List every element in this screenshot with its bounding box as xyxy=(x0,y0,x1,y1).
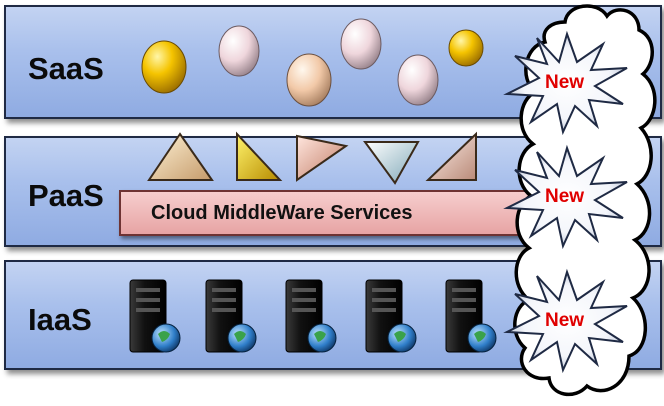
middleware-label: Cloud MiddleWare Services xyxy=(151,201,413,224)
new-badge-paas: New xyxy=(545,186,585,207)
new-badge-saas: New xyxy=(545,72,585,93)
server-globe-icon xyxy=(445,279,497,353)
saas-label: SaaS xyxy=(28,51,104,86)
triangle-icon xyxy=(236,131,283,181)
server-globe-icon xyxy=(285,279,337,353)
new-starburst-icon xyxy=(503,30,628,136)
pink-egg-icon xyxy=(397,54,439,106)
pink-egg-icon xyxy=(218,25,260,77)
new-starburst-icon xyxy=(503,144,628,250)
new-starburst-icon xyxy=(503,268,628,374)
gold-ball-icon xyxy=(141,40,187,94)
server-globe-icon xyxy=(365,279,417,353)
pink-egg-icon xyxy=(340,18,382,70)
triangle-icon xyxy=(425,131,477,181)
triangle-icon xyxy=(296,134,349,182)
server-globe-icon xyxy=(129,279,181,353)
triangle-icon xyxy=(147,132,214,181)
paas-label: PaaS xyxy=(28,178,104,213)
triangle-icon xyxy=(363,141,420,185)
cloud-middleware-services-box: Cloud MiddleWare Services xyxy=(119,190,539,236)
iaas-label: IaaS xyxy=(28,302,92,337)
server-globe-icon xyxy=(205,279,257,353)
peach-egg-icon xyxy=(286,53,332,107)
gold-ball-icon xyxy=(448,29,484,67)
new-badge-iaas: New xyxy=(545,310,585,331)
